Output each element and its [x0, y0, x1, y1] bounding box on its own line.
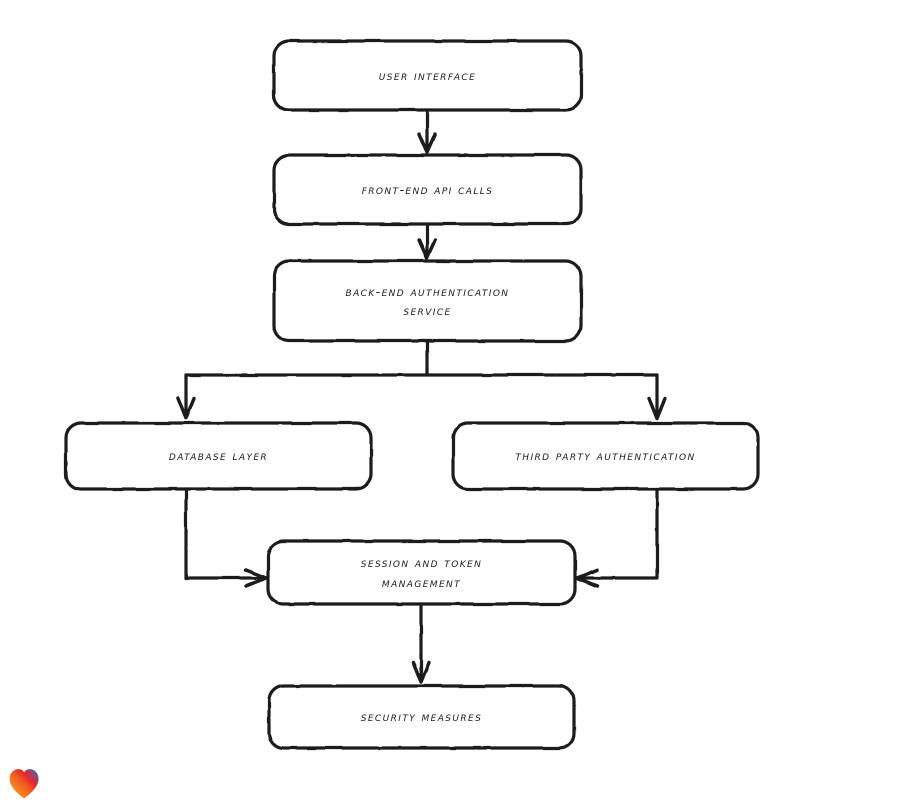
node-box-user-interface	[272, 39, 583, 112]
node-box-front-end-api-calls	[272, 153, 583, 226]
arrowhead-backend-to-thirdparty	[647, 396, 667, 420]
arrowhead-ui-to-api	[417, 132, 437, 154]
node-box-third-party-authentication	[451, 421, 760, 491]
node-box-database-layer	[64, 421, 373, 491]
arrowhead-database-to-session	[244, 568, 268, 588]
node-box-security-measures	[267, 684, 576, 750]
arrowhead-api-to-backend	[417, 238, 437, 260]
edge-thirdparty-to-session	[579, 487, 659, 580]
arrowhead-thirdparty-to-session	[575, 568, 599, 588]
edge-database-to-session	[184, 487, 264, 580]
node-box-back-end-authentication-service	[272, 259, 583, 343]
node-box-session-and-token-management	[266, 539, 577, 606]
heart-icon	[9, 769, 39, 799]
arrowhead-session-to-security	[411, 660, 431, 684]
arrowhead-backend-to-database	[176, 396, 196, 420]
